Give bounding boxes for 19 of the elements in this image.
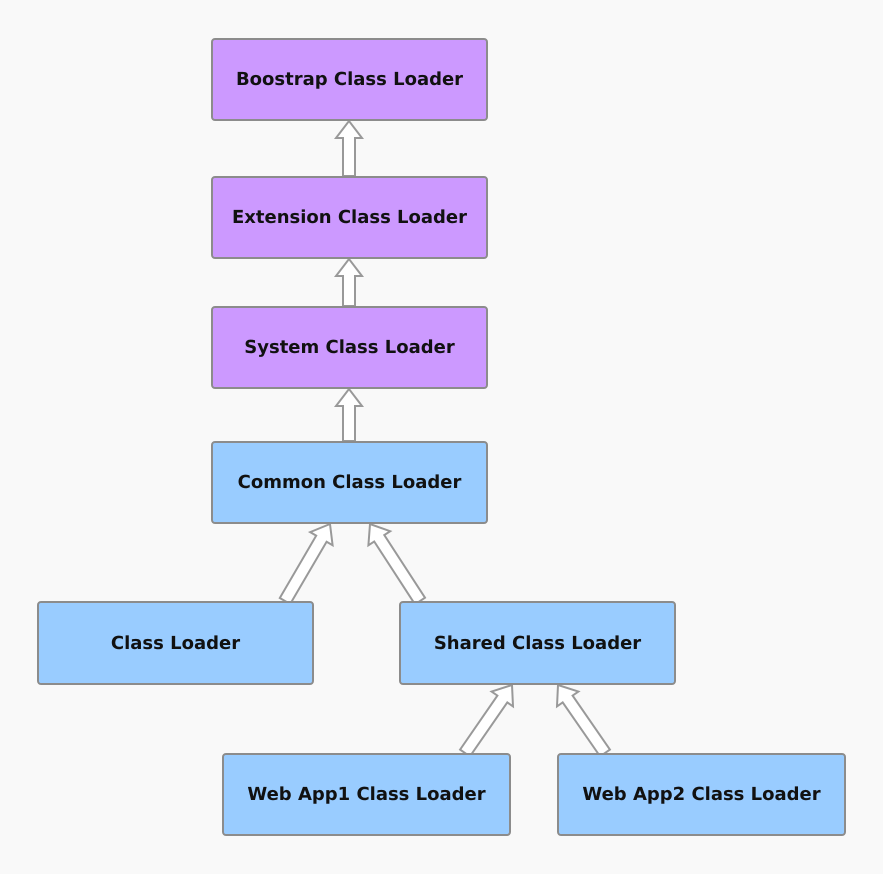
class-loader-box <box>222 753 511 836</box>
class-loader-box <box>399 601 676 685</box>
box-label: Shared Class Loader <box>432 632 642 654</box>
box-label: Class Loader <box>110 632 242 654</box>
box-label: Web App2 Class Loader <box>581 784 822 805</box>
hollow-arrow <box>334 119 364 177</box>
class-loader-box <box>211 38 488 121</box>
box-label: Boostrap Class Loader <box>234 69 464 90</box>
hollow-arrow <box>334 257 364 307</box>
class-loader-box <box>557 753 846 836</box>
box-label: System Class Loader <box>243 337 456 358</box>
class-loader-box <box>211 306 488 389</box>
box-label: Extension Class Loader <box>230 207 468 228</box>
hollow-arrow <box>334 387 364 442</box>
class-loader-box <box>37 601 314 685</box>
box-label: Common Class Loader <box>236 472 462 493</box>
class-loader-box <box>211 176 488 259</box>
class-loader-box <box>211 441 488 524</box>
box-label: Web App1 Class Loader <box>246 784 487 805</box>
